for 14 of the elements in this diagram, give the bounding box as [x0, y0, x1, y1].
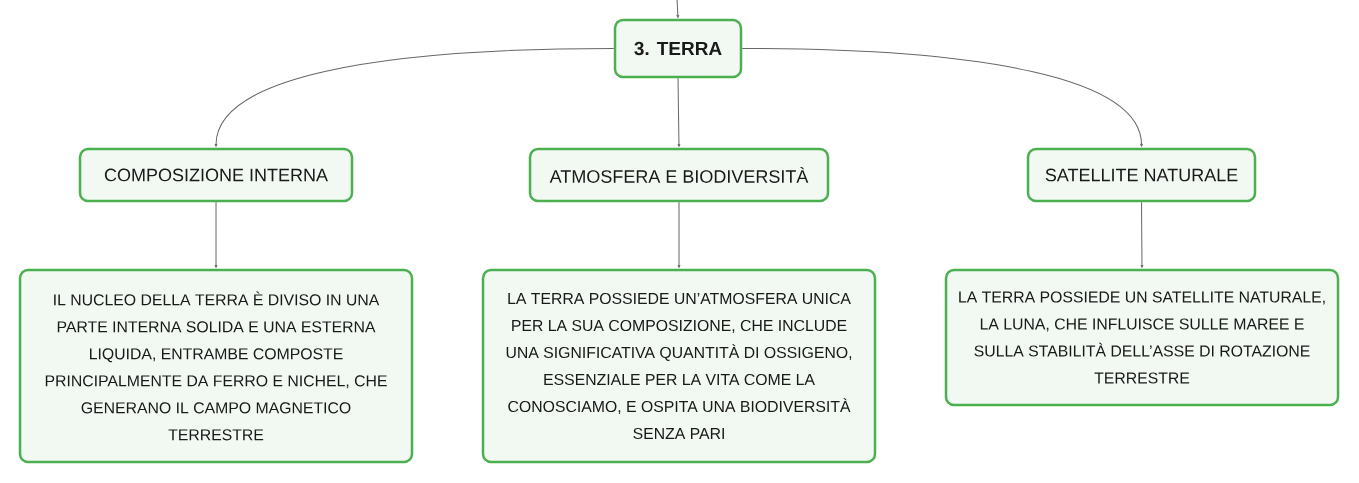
arrow: [677, 77, 681, 148]
arrow: [214, 48, 615, 148]
arrow: [214, 201, 218, 269]
topic-box: COMPOSIZIONE INTERNA: [78, 147, 354, 203]
description-box: IL NUCLEO DELLA TERRA È DIVISO IN UNA PARTE INTERNA SOLIDA E UNA ESTERNA LIQUIDA, ENTRAMBE COMPOSTE PRINCIPALMENTE DA FERRO E NICHEL, CHE GENERANO IL CAMPO MAGNETICO TERRESTRE: [18, 268, 414, 464]
arrow: [741, 48, 1143, 148]
arrow: [676, 0, 680, 19]
topic-box: ATMOSFERA E BIODIVERSITÀ: [528, 147, 830, 203]
arrow: [677, 201, 681, 269]
description-box: LA TERRA POSSIEDE UN SATELLITE NATURALE, LA LUNA, CHE INFLUISCE SULLE MAREE E SULLA STABILITÀ DELL’ASSE DI ROTAZIONE TERRESTRE: [944, 268, 1340, 407]
description-box: LA TERRA POSSIEDE UN’ATMOSFERA UNICA PER LA SUA COMPOSIZIONE, CHE INCLUDE UNA SIGNIFICATIVA QUANTITÀ DI OSSIGENO, ESSENZIALE PER LA VITA COME LA CONOSCIAMO, E OSPITA UNA BIODIVERSITÀ SENZA PARI: [481, 268, 877, 464]
topic-box: SATELLITE NATURALE: [1026, 147, 1257, 203]
arrow: [1140, 201, 1144, 269]
root-box: 3. TERRA: [613, 18, 743, 79]
